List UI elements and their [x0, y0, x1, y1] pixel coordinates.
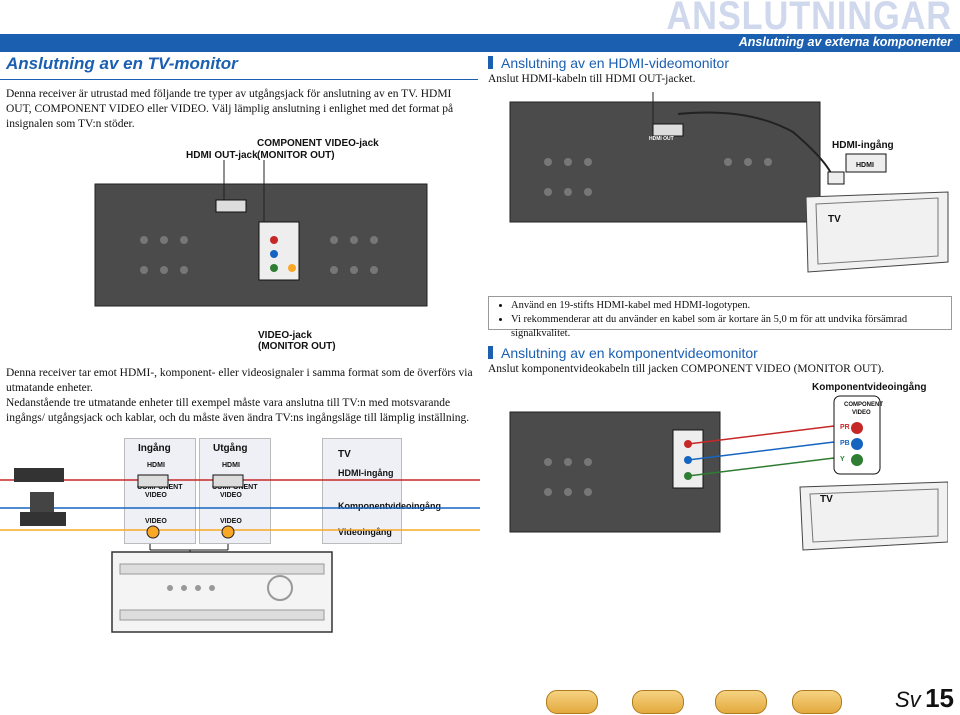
component-connection-diagram — [509, 395, 948, 551]
video-jack-label-2: (MONITOR OUT) — [258, 341, 336, 352]
hdmi-section-title: Anslutning av en HDMI-videomonitor — [488, 55, 729, 71]
hdmi-section-text: Anslut HDMI-kabeln till HDMI OUT-jacket. — [488, 73, 696, 85]
page-number: Sv 15 — [895, 683, 954, 714]
signal-flow-diagram — [0, 468, 480, 633]
component-small-video: VIDEO — [852, 410, 871, 416]
input-component-video: VIDEO — [145, 492, 167, 499]
component-section-text: Anslut komponentvideokabeln till jacken … — [488, 363, 885, 375]
hdmi-input-label: HDMI-ingång — [832, 140, 894, 151]
intro-paragraph: Denna receiver är utrustad med följande … — [6, 88, 454, 130]
nav-reference-button[interactable] — [632, 690, 684, 714]
component-small-label: COMPONENT — [844, 402, 883, 408]
component-section-title-text: Anslutning av en komponentvideomonitor — [501, 345, 758, 361]
note-item: Använd en 19-stifts HDMI-kabel med HDMI-… — [511, 299, 943, 313]
page-prefix: Sv — [894, 687, 921, 712]
tv-label-hdmi: TV — [828, 214, 841, 225]
video-jack-label: VIDEO-jack — [258, 330, 312, 341]
tv-label: TV — [338, 449, 351, 460]
output-video: VIDEO — [220, 518, 242, 525]
note-item: Vi rekommenderar att du använder en kabe… — [511, 313, 943, 341]
heading-marker — [488, 56, 493, 69]
component-section-title: Anslutning av en komponentvideomonitor — [488, 345, 758, 361]
hdmi-out-label: HDMI OUT-jack — [186, 150, 258, 161]
output-hdmi: HDMI — [222, 462, 240, 469]
header-bar — [0, 34, 960, 52]
nav-contents-button[interactable] — [546, 690, 598, 714]
note-paragraph-1: Denna receiver tar emot HDMI-, komponent… — [6, 367, 473, 394]
input-video: VIDEO — [145, 518, 167, 525]
input-column — [124, 438, 196, 544]
output-header: Utgång — [213, 443, 248, 454]
tv-component-input: Komponentvideoingång — [338, 501, 441, 511]
component-jack-label-2: (MONITOR OUT) — [257, 150, 335, 161]
section-underline — [0, 79, 478, 80]
hdmi-notes-box: Använd en 19-stifts HDMI-kabel med HDMI-… — [488, 296, 952, 339]
page-number-value: 15 — [925, 683, 954, 713]
y-label: Y — [840, 456, 845, 463]
tv-hdmi-input: HDMI-ingång — [338, 468, 394, 478]
note-paragraph-2: Nedanstående tre utmatande enheter till … — [6, 397, 470, 424]
input-header: Ingång — [138, 443, 171, 454]
section-title: Anslutning av en TV-monitor — [6, 54, 238, 73]
pb-label: PB — [840, 440, 850, 447]
component-jack-label: COMPONENT VIDEO-jack — [257, 138, 379, 149]
output-column — [199, 438, 271, 544]
tv-column — [322, 438, 402, 544]
nav-index-button[interactable] — [715, 690, 767, 714]
tv-label-component: TV — [820, 494, 833, 505]
chapter-title: ANSLUTNINGAR — [666, 0, 952, 38]
hdmi-section-title-text: Anslutning av en HDMI-videomonitor — [501, 55, 729, 71]
hdmi-small-label: HDMI — [856, 162, 874, 169]
hdmi-out-small: HDMI OUT — [649, 136, 674, 142]
input-hdmi: HDMI — [147, 462, 165, 469]
hdmi-connection-diagram — [509, 92, 949, 273]
tv-video-input: Videoingång — [338, 527, 392, 537]
chapter-subtitle: Anslutning av externa komponenter — [738, 35, 952, 49]
receiver-rear-panel — [94, 160, 428, 307]
component-input-label: Komponentvideoingång — [812, 382, 927, 393]
pr-label: PR — [840, 424, 850, 431]
nav-remote-button[interactable] — [792, 690, 842, 714]
heading-marker — [488, 346, 493, 359]
output-component-video: VIDEO — [220, 492, 242, 499]
